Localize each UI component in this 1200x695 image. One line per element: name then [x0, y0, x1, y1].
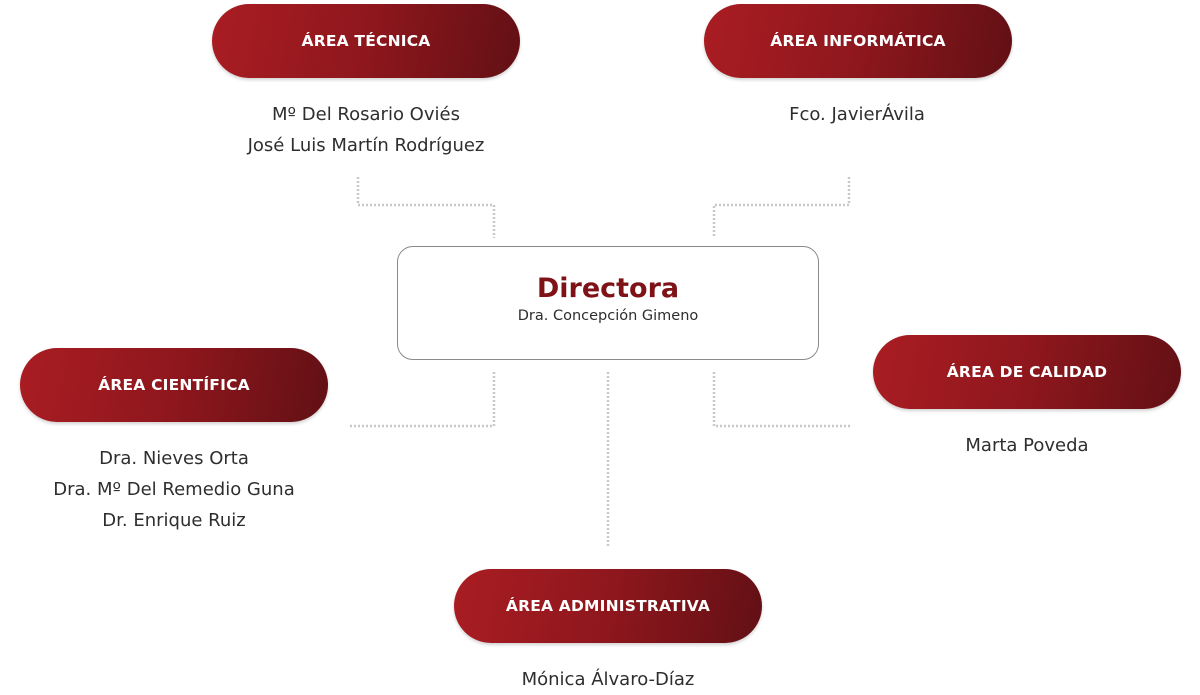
area-cientifica-pill: ÁREA CIENTÍFICA	[20, 348, 328, 422]
area-administrativa-members: Mónica Álvaro-Díaz	[428, 664, 788, 695]
area-informatica-pill: ÁREA INFORMÁTICA	[704, 4, 1012, 78]
member-name: Dra. Nieves Orta	[99, 448, 249, 469]
area-informatica-label: ÁREA INFORMÁTICA	[770, 32, 946, 50]
area-tecnica-pill: ÁREA TÉCNICA	[212, 4, 520, 78]
area-cientifica-label: ÁREA CIENTÍFICA	[98, 376, 250, 394]
area-tecnica-members: Mº Del Rosario Oviés José Luis Martín Ro…	[186, 99, 546, 161]
connector-cientifica	[350, 372, 496, 428]
area-cientifica-members: Dra. Nieves Orta Dra. Mº Del Remedio Gun…	[0, 443, 354, 536]
member-name: Marta Poveda	[965, 435, 1089, 456]
area-informatica-members: Fco. JavierÁvila	[677, 99, 1037, 130]
member-name: José Luis Martín Rodríguez	[247, 135, 485, 156]
connector-calidad	[712, 372, 850, 428]
area-calidad-members: Marta Poveda	[847, 430, 1200, 461]
member-name: Mº Del Rosario Oviés	[272, 104, 460, 125]
area-calidad-pill: ÁREA DE CALIDAD	[873, 335, 1181, 409]
area-calidad-label: ÁREA DE CALIDAD	[946, 363, 1108, 381]
member-name: Mónica Álvaro-Díaz	[521, 669, 695, 690]
director-box: Directora Dra. Concepción Gimeno	[397, 246, 819, 360]
director-title: Directora	[536, 273, 680, 304]
area-administrativa-label: ÁREA ADMINISTRATIVA	[505, 597, 711, 615]
area-tecnica-label: ÁREA TÉCNICA	[301, 32, 431, 50]
member-name: Dra. Mº Del Remedio Guna	[53, 479, 295, 500]
director-name: Dra. Concepción Gimeno	[517, 308, 699, 324]
connector-informatica	[712, 177, 851, 238]
member-name: Dr. Enrique Ruiz	[102, 510, 246, 531]
member-name: Fco. JavierÁvila	[789, 104, 925, 125]
connector-tecnica	[356, 177, 496, 238]
area-administrativa-pill: ÁREA ADMINISTRATIVA	[454, 569, 762, 643]
